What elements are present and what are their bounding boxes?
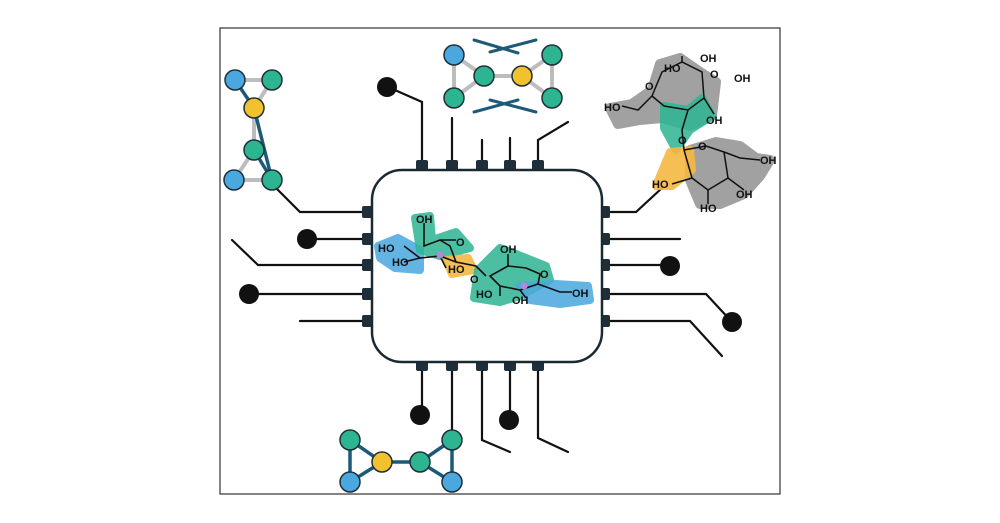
wire-right-4 — [602, 292, 734, 324]
corner-label-10: OH — [736, 189, 753, 201]
mol-label-ho-left-2: HO — [392, 257, 409, 269]
corner-label-0: HO — [604, 102, 621, 114]
corner-label-7: O — [698, 141, 707, 153]
molecular-graph-icon — [223, 69, 283, 191]
corner-label-11: OH — [706, 115, 723, 127]
mol-label-ho-left-1: HO — [378, 243, 395, 255]
wire-left-1 — [266, 178, 372, 214]
terminal-dot-left-2 — [239, 284, 259, 304]
molecular-graph-icon-top — [443, 38, 563, 114]
wire-right-1 — [602, 186, 664, 214]
mol-label-ho-right: HO — [476, 289, 493, 301]
wire-bottom-5 — [536, 363, 570, 454]
terminal-dot-left-1 — [297, 229, 317, 249]
mol-label-ring-o-right: O — [540, 269, 549, 281]
wire-right-5 — [602, 319, 724, 358]
wire-bottom-3 — [480, 363, 512, 454]
mol-label-oh-top-right: OH — [500, 244, 517, 256]
corner-label-4: O — [710, 69, 719, 81]
highlight-green-left — [411, 212, 474, 260]
ring-atom-purple-2 — [520, 282, 528, 290]
mol-label-oh-bottom: OH — [512, 295, 529, 307]
highlight-blue-left — [374, 234, 424, 274]
mol-label-oh-end: OH — [572, 288, 589, 300]
molecular-graph-icon-bottom — [339, 429, 463, 493]
corner-label-8: OH — [760, 155, 777, 167]
mol-label-o-link: O — [470, 274, 479, 286]
terminal-dot-right-1 — [660, 256, 680, 276]
corner-label-2: HO — [664, 63, 681, 75]
corner-label-12: OH — [734, 73, 751, 85]
highlight-blue-right — [516, 280, 594, 308]
mol-label-ring-o-left: O — [456, 237, 465, 249]
wire-top-1 — [386, 85, 424, 167]
corner-molecule: HO O HO OH O O HO O OH HO OH OH OH — [604, 53, 777, 215]
terminal-dot-bottom-2 — [499, 410, 519, 430]
mol-label-ho-left-3: HO — [448, 264, 465, 276]
terminal-dot-top — [377, 77, 397, 97]
circuit-wires — [230, 85, 734, 454]
terminal-dot-bottom-1 — [410, 405, 430, 425]
terminal-dot-right-2 — [722, 312, 742, 332]
mol-label-oh-top-left: OH — [416, 214, 433, 226]
corner-label-6: HO — [652, 179, 669, 191]
corner-label-5: O — [678, 135, 687, 147]
corner-label-3: OH — [700, 53, 717, 65]
wire-terminals — [239, 77, 742, 430]
wire-top-5 — [536, 120, 570, 167]
center-molecule: OH HO HO HO O OH O O HO OH OH — [374, 212, 594, 308]
ring-atom-purple-1 — [436, 251, 444, 259]
wire-left-3 — [230, 238, 372, 267]
corner-label-9: HO — [700, 203, 717, 215]
corner-label-1: O — [645, 81, 654, 93]
